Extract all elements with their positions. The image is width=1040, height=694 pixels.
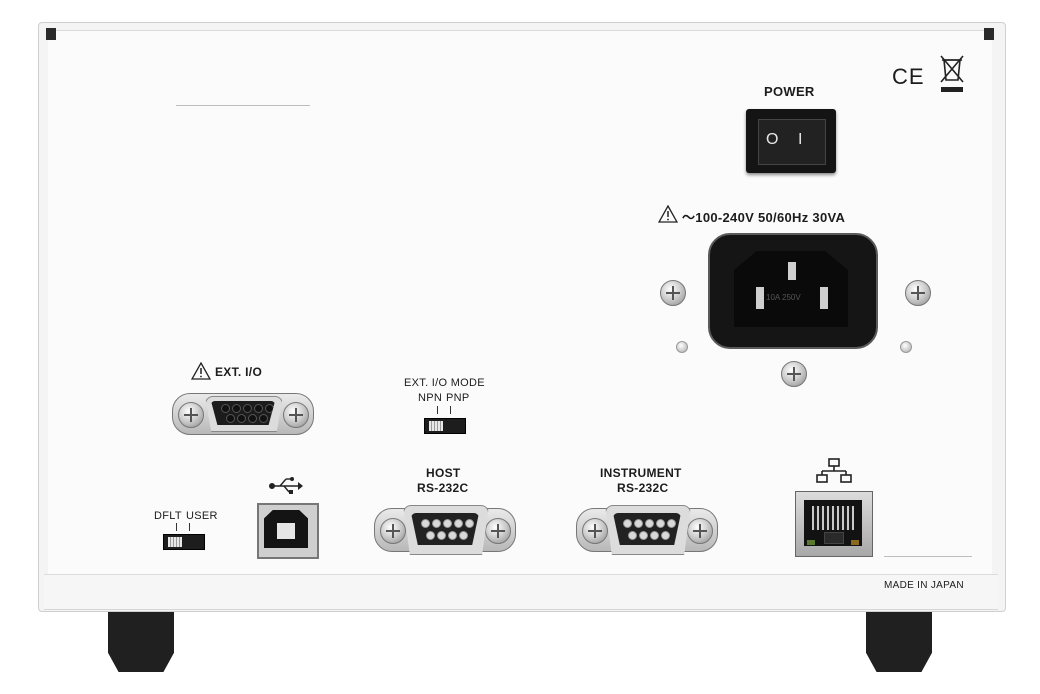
power-switch[interactable]: O I <box>746 109 836 173</box>
jack-screw <box>582 518 608 544</box>
ce-mark: CE <box>892 64 925 89</box>
mode-switch-user: USER <box>186 510 218 522</box>
instrument-label-line2: RS-232C <box>617 481 669 495</box>
corner-bracket-left <box>46 28 56 40</box>
ac-power-inlet[interactable]: 10A 250V <box>708 233 878 349</box>
host-label-line2: RS-232C <box>417 481 469 495</box>
inlet-pin-right <box>820 287 828 309</box>
ext-io-mode-switch[interactable] <box>424 418 466 434</box>
foot-right <box>866 612 932 672</box>
power-rating-label: ～100-240V 50/60Hz 30VA <box>682 210 846 225</box>
ext-io-connector[interactable] <box>172 393 314 435</box>
corner-bracket-right <box>984 28 994 40</box>
usb-icon <box>269 477 303 494</box>
ext-io-mode-title: EXT. I/O MODE <box>404 377 485 389</box>
instrument-label-line1: INSTRUMENT <box>600 466 682 480</box>
inlet-screw-bottom <box>781 361 807 387</box>
usb-port[interactable] <box>257 503 319 559</box>
inlet-pin-left <box>756 287 764 309</box>
ext-io-mode-npn: NPN <box>418 392 443 404</box>
footer-line <box>884 556 972 557</box>
rivet-left <box>676 341 688 353</box>
ext-io-mode-pnp: PNP <box>446 392 470 404</box>
tick <box>176 523 177 531</box>
jack-screw <box>485 518 511 544</box>
lan-led-activity <box>851 540 859 545</box>
warning-icon <box>658 205 678 223</box>
warning-icon <box>191 362 211 380</box>
label-line <box>176 105 310 106</box>
inlet-screw-left <box>660 280 686 306</box>
inlet-pin-earth <box>788 262 796 280</box>
inlet-marking: 10A 250V <box>766 293 801 302</box>
jack-screw <box>380 518 406 544</box>
lan-led-link <box>807 540 815 545</box>
jack-screw <box>283 402 309 428</box>
instrument-rs232c-connector[interactable] <box>576 505 718 555</box>
tick <box>437 406 438 414</box>
made-in-label: MADE IN JAPAN <box>884 580 964 591</box>
lan-port[interactable] <box>795 491 873 557</box>
tick <box>189 523 190 531</box>
lan-icon <box>816 458 852 483</box>
ext-io-label: EXT. I/O <box>215 365 263 379</box>
rivet-right <box>900 341 912 353</box>
bottom-rail <box>44 574 998 610</box>
power-off-mark: O <box>766 131 779 148</box>
power-label: POWER <box>764 84 815 99</box>
host-label-line1: HOST <box>426 466 461 480</box>
jack-screw <box>687 518 713 544</box>
mode-switch-dflt: DFLT <box>154 510 182 522</box>
dflt-user-switch[interactable] <box>163 534 205 550</box>
power-on-mark: I <box>798 131 803 148</box>
tick <box>450 406 451 414</box>
weee-bin-icon <box>940 55 964 92</box>
foot-left <box>108 612 174 672</box>
jack-screw <box>178 402 204 428</box>
inlet-screw-right <box>905 280 931 306</box>
host-rs232c-connector[interactable] <box>374 505 516 555</box>
